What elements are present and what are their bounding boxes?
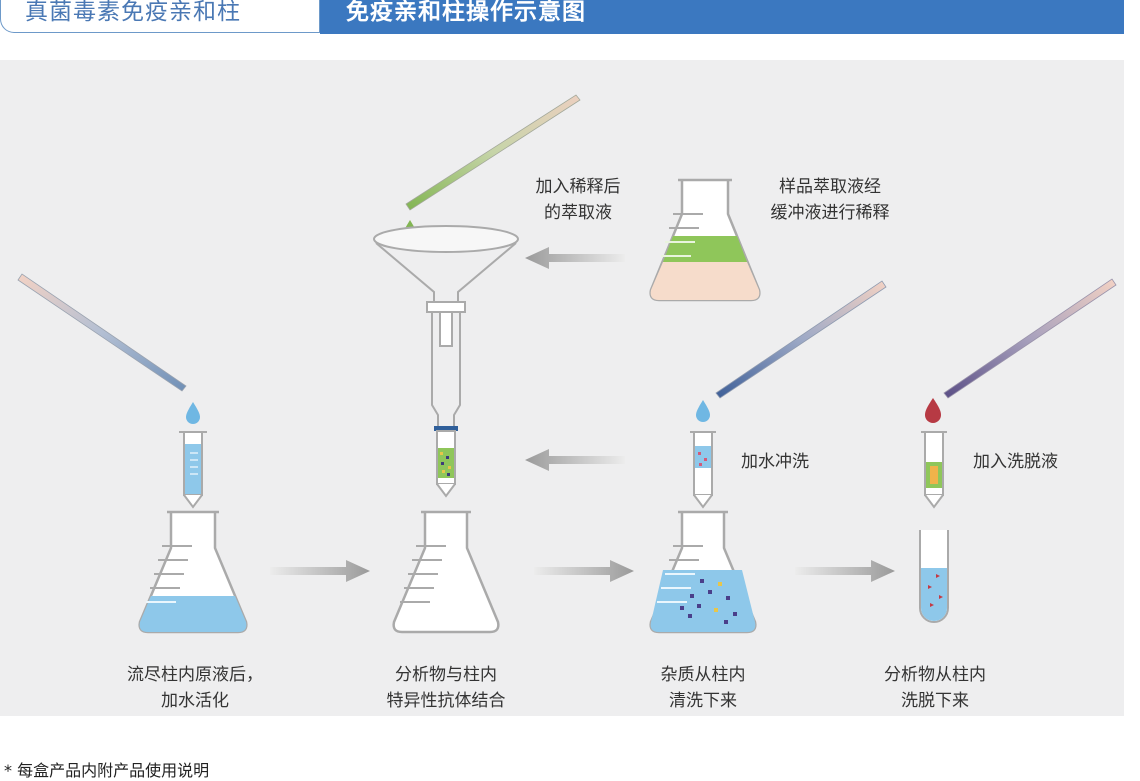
- arrow-step1-to-step2: [270, 560, 370, 582]
- caption-activate-line2: 加水活化: [161, 691, 229, 711]
- flask-3: [649, 510, 757, 634]
- annotation-dilute-sample-line1: 样品萃取液经: [779, 177, 881, 197]
- water-drop-2: [696, 400, 710, 422]
- pipette-water-1: [17, 273, 187, 392]
- arrow-step2-to-step3: [534, 560, 634, 582]
- caption-activate: 流尽柱内原液后， 加水活化: [110, 662, 280, 714]
- caption-elute-down-line1: 分析物从柱内: [884, 665, 986, 685]
- arrow-step3-to-step4: [795, 560, 895, 582]
- annotation-dilute-sample: 样品萃取液经 缓冲液进行稀释: [755, 174, 905, 226]
- footnote: * 每盒产品内附产品使用说明: [4, 761, 210, 780]
- annotation-dilute-sample-line2: 缓冲液进行稀释: [770, 203, 890, 223]
- pipette-diluted-extract: [405, 94, 581, 211]
- tab-mycotoxin-column[interactable]: 真菌毒素免疫亲和柱: [0, 0, 320, 33]
- flask-2: [392, 510, 500, 634]
- caption-activate-line1: 流尽柱内原液后，: [127, 665, 263, 685]
- pipette-eluent: [943, 278, 1117, 399]
- annotation-add-eluent: 加入洗脱液: [973, 452, 1058, 472]
- caption-bind-line1: 分析物与柱内: [395, 665, 497, 685]
- flask-1: [138, 510, 248, 634]
- tab-mycotoxin-column-label: 真菌毒素免疫亲和柱: [25, 0, 241, 25]
- column-2: [434, 426, 458, 498]
- column-1: [179, 431, 207, 509]
- column-4: [921, 431, 947, 509]
- annotation-add-diluted-line1: 加入稀释后: [535, 177, 621, 197]
- caption-elute-down: 分析物从柱内 洗脱下来: [860, 662, 1010, 714]
- caption-wash-down-line2: 清洗下来: [669, 691, 737, 711]
- column-3: [690, 431, 716, 509]
- flask-sample-dilution: [649, 178, 761, 302]
- pipette-water-2: [715, 280, 887, 399]
- caption-elute-down-line2: 洗脱下来: [901, 691, 969, 711]
- caption-bind-line2: 特异性抗体结合: [386, 691, 506, 711]
- annotation-add-diluted: 加入稀释后 的萃取液: [518, 174, 638, 226]
- arrow-wash-to-column: [525, 449, 625, 471]
- test-tube: [919, 530, 949, 623]
- eluent-drop: [925, 398, 941, 423]
- tab-operation-diagram[interactable]: 免疫亲和柱操作示意图: [320, 0, 1124, 34]
- annotation-add-diluted-line2: 的萃取液: [544, 203, 612, 223]
- tab-bar: 真菌毒素免疫亲和柱 免疫亲和柱操作示意图: [0, 0, 1124, 34]
- water-drop-1: [186, 402, 200, 424]
- annotation-add-water: 加水冲洗: [741, 452, 809, 472]
- caption-bind: 分析物与柱内 特异性抗体结合: [366, 662, 526, 714]
- funnel: [373, 225, 519, 426]
- caption-wash-down: 杂质从柱内 清洗下来: [633, 662, 773, 714]
- caption-wash-down-line1: 杂质从柱内: [660, 665, 746, 685]
- arrow-dilution-to-funnel: [525, 247, 625, 269]
- tab-operation-diagram-label: 免疫亲和柱操作示意图: [346, 0, 586, 25]
